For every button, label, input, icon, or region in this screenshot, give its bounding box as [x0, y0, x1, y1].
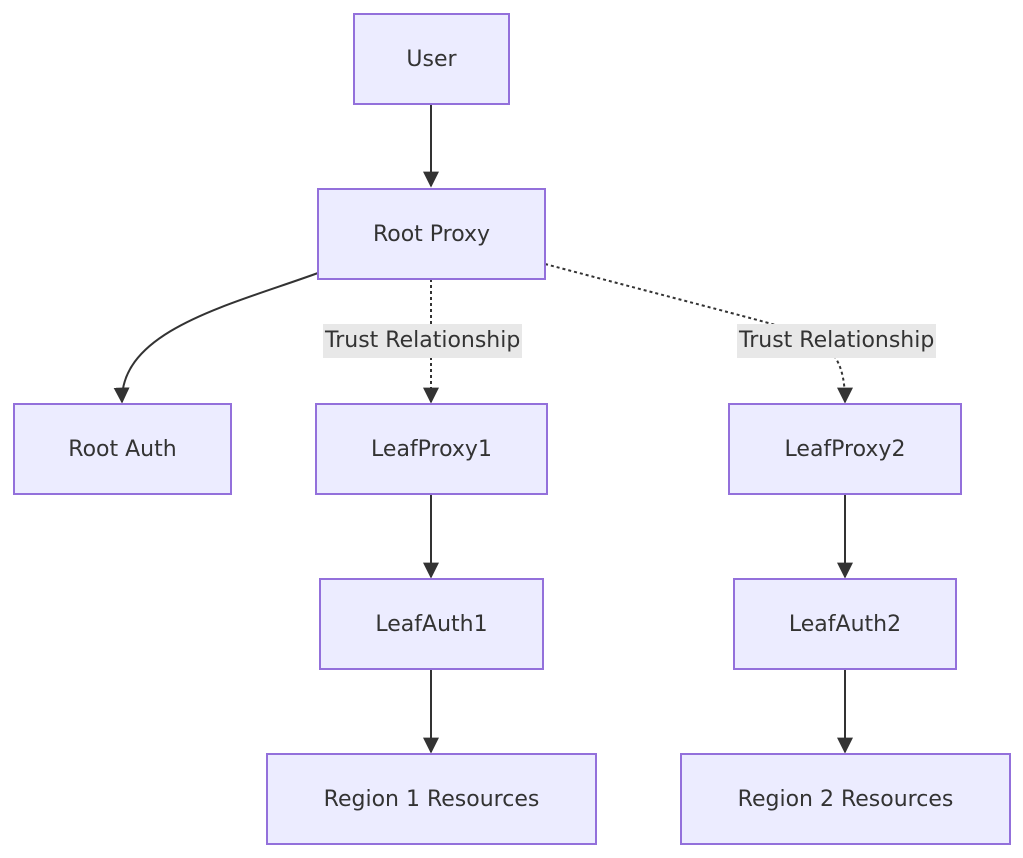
edge-label-trust-relationship-2: Trust Relationship: [737, 324, 937, 358]
node-leaf-proxy2-label: LeafProxy2: [784, 436, 906, 462]
node-region1-resources-label: Region 1 Resources: [323, 786, 540, 812]
node-leaf-auth1[interactable]: LeafAuth1: [319, 578, 544, 670]
node-leaf-proxy1-label: LeafProxy1: [371, 436, 492, 462]
node-region1-resources[interactable]: Region 1 Resources: [266, 753, 597, 845]
node-region2-resources[interactable]: Region 2 Resources: [680, 753, 1011, 845]
edge-label-trust-relationship-1: Trust Relationship: [323, 324, 523, 358]
node-region2-resources-label: Region 2 Resources: [737, 786, 954, 812]
node-leaf-auth2-label: LeafAuth2: [788, 611, 902, 637]
node-leaf-auth1-label: LeafAuth1: [375, 611, 488, 637]
node-root-auth[interactable]: Root Auth: [13, 403, 232, 495]
node-leaf-proxy2[interactable]: LeafProxy2: [728, 403, 962, 495]
node-root-proxy[interactable]: Root Proxy: [317, 188, 546, 280]
node-root-proxy-label: Root Proxy: [372, 221, 491, 247]
node-user-label: User: [406, 46, 457, 72]
edge-rootproxy-rootauth: [113, 272, 319, 404]
node-leaf-proxy1[interactable]: LeafProxy1: [315, 403, 548, 495]
node-user[interactable]: User: [353, 13, 510, 105]
node-root-auth-label: Root Auth: [68, 436, 177, 462]
node-leaf-auth2[interactable]: LeafAuth2: [733, 578, 957, 670]
